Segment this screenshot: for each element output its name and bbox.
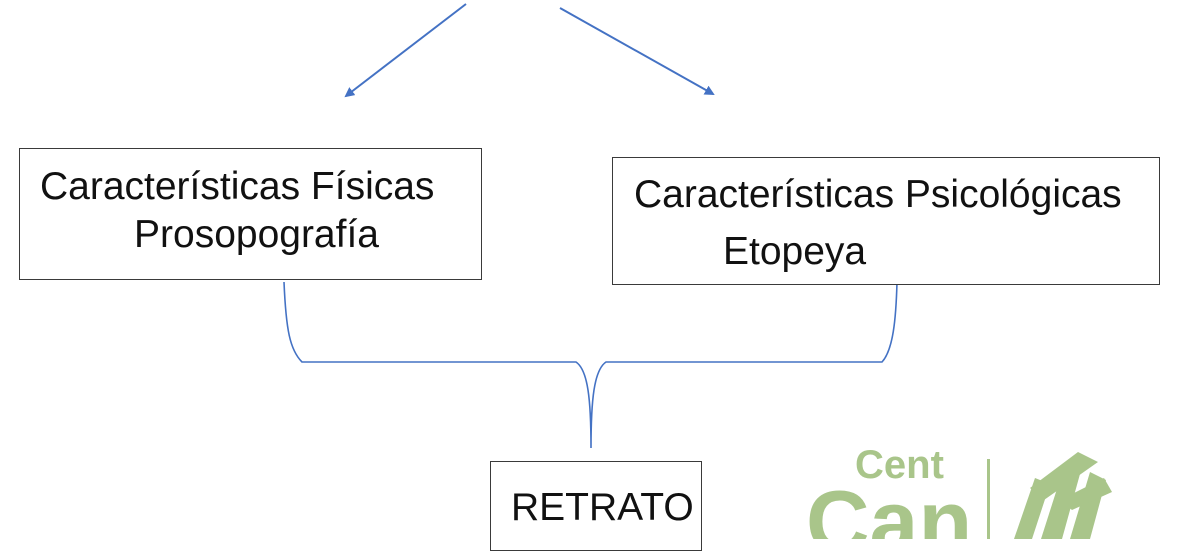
node-physical-line2: Prosopografía xyxy=(134,213,379,256)
sun-rays-logo-icon xyxy=(1014,452,1112,539)
node-retrato-label: RETRATO xyxy=(511,486,694,529)
node-psychological-line1: Características Psicológicas xyxy=(634,173,1122,216)
arrow-to-psychological xyxy=(559,7,715,95)
node-psychological-characteristics: Características Psicológicas Etopeya xyxy=(612,157,1160,285)
node-physical-line1: Características Físicas xyxy=(40,165,435,208)
logo-text-top: Cent xyxy=(855,443,944,487)
centcan-logo: Cent Can xyxy=(806,443,1112,539)
node-psychological-line2: Etopeya xyxy=(723,230,867,273)
arrow-to-physical xyxy=(344,3,467,98)
brace-connector xyxy=(283,281,898,449)
node-physical-characteristics: Características Físicas Prosopografía xyxy=(19,148,482,280)
logo-text-bottom: Can xyxy=(806,472,972,539)
connectors-layer: Cent Can xyxy=(283,3,1112,539)
node-retrato: RETRATO xyxy=(490,461,702,551)
logo-divider xyxy=(987,459,990,539)
